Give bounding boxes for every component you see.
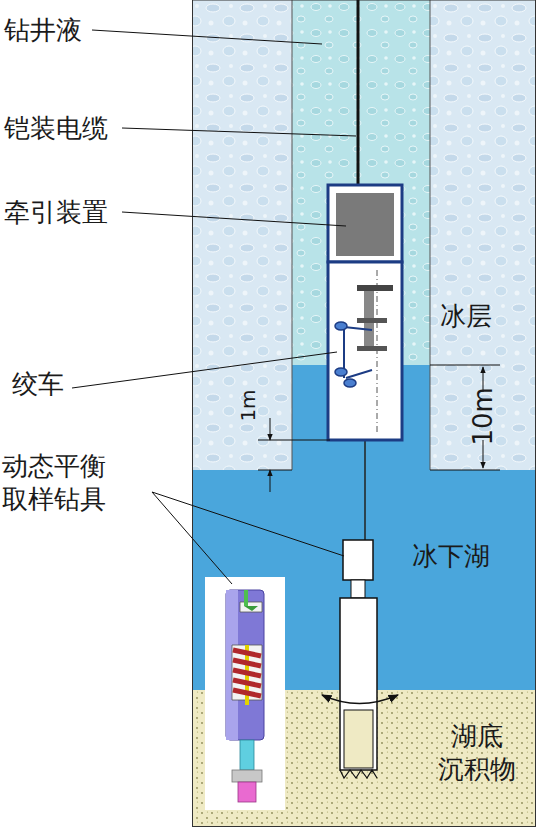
- cable: [364, 440, 366, 540]
- winch-plate: [357, 318, 387, 323]
- leader-lines: [72, 30, 356, 584]
- tool-window: [232, 645, 262, 700]
- tool-part: [244, 590, 248, 606]
- pulley: [335, 368, 347, 376]
- part-label: 钻井液: [4, 14, 82, 47]
- tool-bit: [238, 782, 256, 802]
- leader-line: [122, 128, 356, 136]
- ice-layer: [430, 0, 536, 470]
- armored-cable: [357, 0, 360, 186]
- part-label: 动态平衡 取样钻具: [2, 450, 114, 515]
- borehole-wall: [430, 0, 431, 470]
- region-label: 冰层: [440, 300, 492, 333]
- tool-body: [226, 590, 264, 740]
- dimension-label: 1m: [236, 389, 261, 421]
- winch-frame: [328, 262, 402, 440]
- borehole-wall: [292, 0, 293, 470]
- dimension-10m: [430, 365, 500, 470]
- core-barrel: [340, 598, 377, 770]
- part-label: 绞车: [12, 368, 64, 401]
- frame: [193, 0, 536, 827]
- winch-plate: [357, 346, 387, 351]
- pulley: [335, 322, 347, 330]
- leader-line: [92, 30, 322, 44]
- dimension-label: 10m: [467, 387, 500, 445]
- region-label: 湖底 沉积物: [434, 720, 520, 785]
- tool-neck: [351, 580, 365, 598]
- tool-collar: [232, 770, 262, 782]
- leader-line: [122, 212, 346, 226]
- winch-rope: [344, 327, 372, 378]
- leader-line: [72, 352, 337, 388]
- tool-part: [244, 606, 258, 611]
- ice-layer: [192, 0, 292, 470]
- pulley: [344, 379, 356, 387]
- core-sample: [344, 710, 373, 768]
- winch-plate: [357, 285, 393, 291]
- part-label: 铠装电缆: [4, 112, 108, 145]
- leader-line: [152, 492, 344, 556]
- tool-head: [343, 540, 373, 580]
- drill-bit: [340, 770, 377, 778]
- spring-coils: [233, 650, 261, 696]
- swing-arrow: [322, 695, 398, 704]
- traction-core: [336, 193, 394, 256]
- leader-line: [152, 492, 232, 584]
- traction-device: [328, 185, 402, 262]
- region-label: 冰下湖: [412, 540, 490, 573]
- dimension-1m: [258, 418, 330, 492]
- tool-window: [240, 602, 262, 612]
- tool-lower: [240, 740, 254, 770]
- part-label: 牵引装置: [4, 196, 108, 229]
- inset-panel: [205, 577, 285, 810]
